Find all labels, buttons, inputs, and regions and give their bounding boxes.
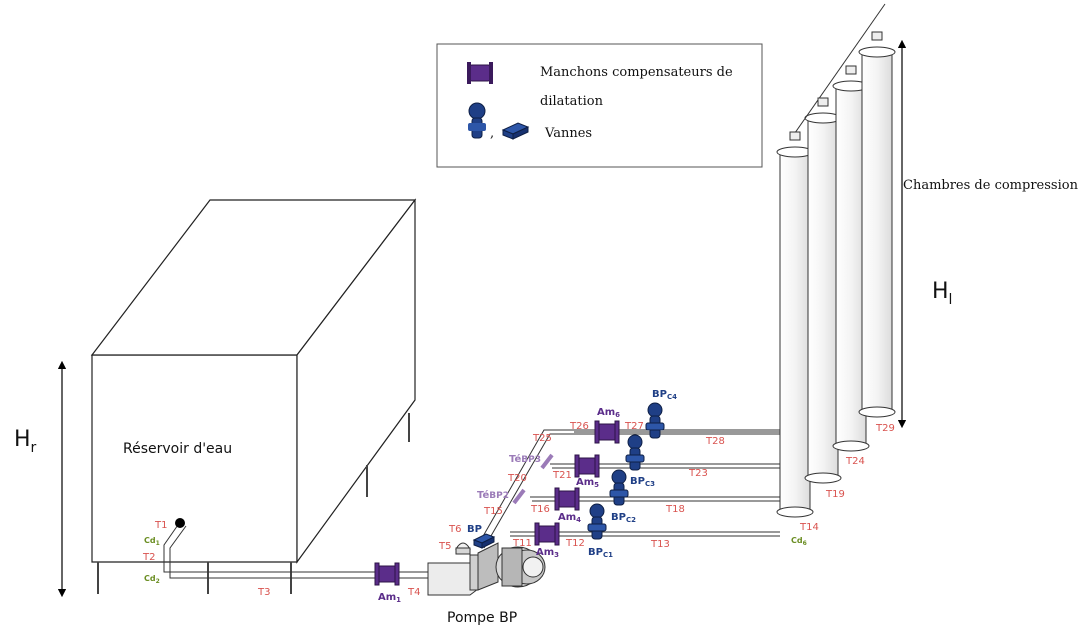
label-tebp3: TéBP3 [509, 453, 541, 465]
chamber-2 [804, 112, 842, 484]
compensator-am4 [554, 487, 580, 511]
bp-pump [427, 542, 546, 596]
top-header-pipe [789, 3, 886, 141]
legend-compensator-line1: Manchons compensateurs de [540, 65, 733, 80]
label-t13: T13 [650, 539, 670, 550]
label-bp: BP [467, 524, 482, 535]
label-t24: T24 [845, 456, 865, 467]
label-t15: T15 [483, 506, 503, 517]
label-tebp2: TéBP2 [477, 489, 509, 501]
hl-label: Hl [932, 279, 952, 308]
label-cd2: Cd2 [144, 574, 160, 585]
compensator-legend-icon [467, 62, 493, 84]
label-t21: T21 [552, 470, 572, 481]
legend-comma: , [490, 126, 494, 141]
label-t18: T18 [665, 504, 685, 515]
label-am5: Am5 [576, 477, 599, 489]
chamber-top-fittings [789, 31, 883, 141]
compensator-am1 [374, 562, 400, 586]
tank-label: Réservoir d'eau [123, 441, 232, 457]
label-t27: T27 [624, 421, 644, 432]
label-t12: T12 [565, 538, 585, 549]
tees [512, 453, 554, 505]
label-t11: T11 [512, 538, 532, 549]
chambers-label: Chambres de compression [903, 178, 1079, 193]
suction-pipe [163, 521, 430, 579]
label-bpc4: BPC4 [652, 389, 677, 401]
legend-compensator-line2: dilatation [540, 94, 604, 109]
chamber-3 [832, 80, 870, 452]
gate-valve-legend-icon [501, 122, 530, 140]
label-t4: T4 [407, 587, 420, 598]
label-t28: T28 [705, 436, 725, 447]
label-t26: T26 [569, 421, 589, 432]
water-tank [90, 198, 417, 564]
label-t3: T3 [257, 587, 270, 598]
label-t16: T16 [530, 504, 550, 515]
label-t20: T20 [507, 473, 527, 484]
legend-box: Manchons compensateurs de dilatation , V… [436, 43, 763, 168]
label-t14: T14 [799, 522, 819, 533]
compression-chambers [776, 3, 896, 518]
tee-bp3 [540, 453, 554, 470]
label-bpc1: BPC1 [588, 547, 613, 559]
compensators [374, 420, 620, 586]
tee-bp2 [512, 488, 526, 505]
label-am6: Am6 [597, 407, 620, 419]
compensator-am3 [534, 522, 560, 546]
valves [472, 402, 665, 549]
label-t25: T25 [532, 433, 552, 444]
label-t23: T23 [688, 468, 708, 479]
pipe-inlet [175, 518, 185, 528]
valve-bpc1 [587, 503, 607, 540]
label-t1: T1 [154, 520, 167, 531]
chamber-4 [858, 46, 896, 418]
label-t2: T2 [142, 552, 155, 563]
fitting-labels: Cd1 Cd2 Cd6 Am1 Am3 Am4 Am5 Am6 BP BPC1 … [144, 389, 807, 604]
valve-bp [472, 533, 496, 549]
label-cd1: Cd1 [144, 536, 160, 547]
label-cd6: Cd6 [791, 536, 807, 547]
label-bpc2: BPC2 [611, 512, 636, 524]
pipe-labels: T1 T2 T3 T4 T5 T6 T11 T12 T13 T14 T15 T1… [142, 421, 895, 598]
label-t19: T19 [825, 489, 845, 500]
label-bpc3: BPC3 [630, 476, 655, 488]
label-t6: T6 [448, 524, 461, 535]
label-am4: Am4 [558, 512, 581, 524]
legend-valves-label: Vannes [544, 126, 592, 141]
label-am1: Am1 [378, 592, 401, 604]
compensator-am5 [574, 454, 600, 478]
compensator-am6 [594, 420, 620, 444]
label-t5: T5 [438, 541, 451, 552]
valve-bpc3 [625, 434, 645, 471]
pump-label: Pompe BP [447, 610, 517, 626]
chamber-1 [776, 146, 814, 518]
label-am3: Am3 [536, 547, 559, 559]
valve-bpc2 [609, 469, 629, 506]
valve-bpc4 [645, 402, 665, 439]
valve-legend-icon [468, 102, 486, 139]
label-t29: T29 [875, 423, 895, 434]
hr-label: Hr [14, 427, 37, 456]
